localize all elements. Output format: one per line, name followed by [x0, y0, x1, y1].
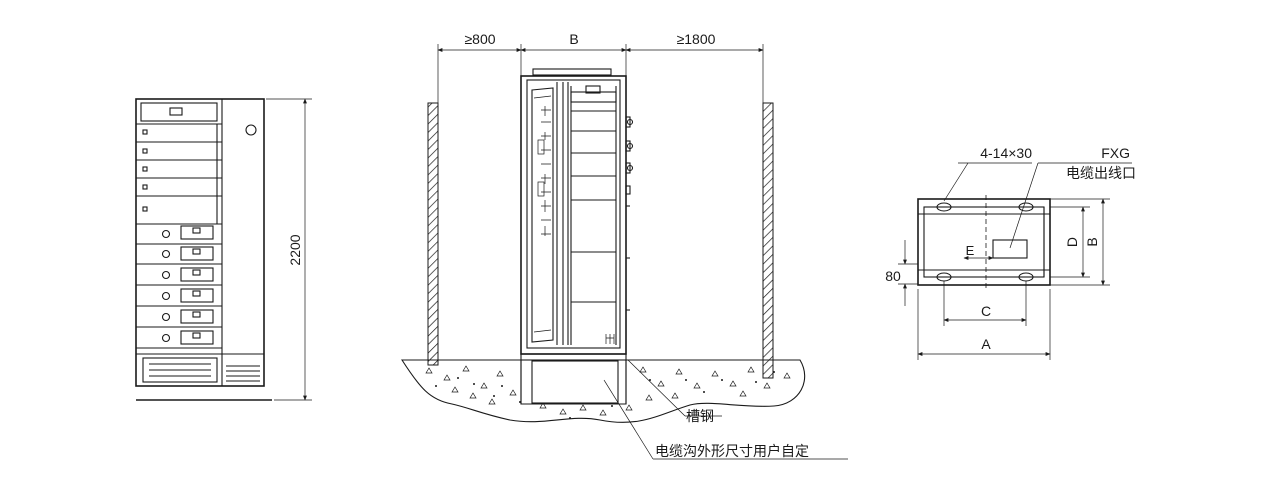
cable-outlet-label: 电缆出线口: [1066, 165, 1136, 181]
plan-view: E 4-14×30 FXG 电缆出线口 D B 80 C: [885, 145, 1136, 360]
base-frame-inner: [923, 206, 1045, 278]
holes-label: 4-14×30: [980, 145, 1032, 161]
holes-leader: [943, 162, 969, 202]
cable-trench: [531, 360, 619, 404]
front-drawer-units: [136, 225, 264, 355]
door-switch-marks: [537, 106, 551, 236]
front-view: 2200: [135, 98, 312, 401]
left-wall: [427, 102, 439, 366]
right-wall: [762, 102, 774, 379]
front-top-panel: [140, 102, 218, 122]
front-cabinet-outline: [135, 98, 265, 387]
channel-steel-label: 槽钢: [686, 408, 714, 424]
fxg-label: FXG: [1101, 145, 1130, 161]
open-door-panel: [531, 87, 554, 343]
dim-e-label: E: [966, 243, 975, 258]
cable-trench-leader: [603, 379, 654, 460]
front-vent-panel: [142, 357, 260, 383]
right-clearance-label: ≥1800: [677, 31, 716, 47]
cabinet-width-label: B: [569, 31, 578, 47]
indicator-lamp-icon: [245, 124, 257, 136]
base-frame-outline: [917, 198, 1051, 286]
front-small-drawers: [136, 123, 222, 225]
side-view: ≥800 B ≥1800: [400, 31, 848, 460]
left-clearance-label: ≥800: [464, 31, 495, 47]
height-label: 2200: [287, 234, 303, 265]
ground-section: [400, 359, 806, 423]
dim-d-label: D: [1064, 237, 1080, 247]
side-drawer-modules: [570, 85, 617, 345]
cable-outlet-leader: [1009, 162, 1039, 249]
dim-80-label: 80: [885, 268, 901, 284]
side-cabinet-inner: [526, 79, 621, 349]
cabinet-top-lifting-plate: [532, 68, 612, 76]
height-dimension: 2200: [266, 98, 312, 401]
cabinet-operating-knobs: [625, 116, 634, 311]
cable-trench-label: 电缆沟外形尺寸用户自定: [655, 443, 809, 459]
cable-outlet: [992, 239, 1028, 259]
channel-steel-leader: [627, 359, 686, 417]
mounting-holes: [932, 202, 1038, 282]
channel-steel-base: [520, 353, 627, 361]
dim-c-label: C: [981, 303, 991, 319]
side-cabinet-outline: [520, 75, 627, 355]
dim-b-label: B: [1084, 237, 1100, 246]
bottom-terminal: [605, 334, 615, 344]
dim-a-label: A: [981, 336, 991, 352]
ground-gravel: [425, 365, 791, 419]
front-top-panel-slot: [169, 107, 183, 116]
